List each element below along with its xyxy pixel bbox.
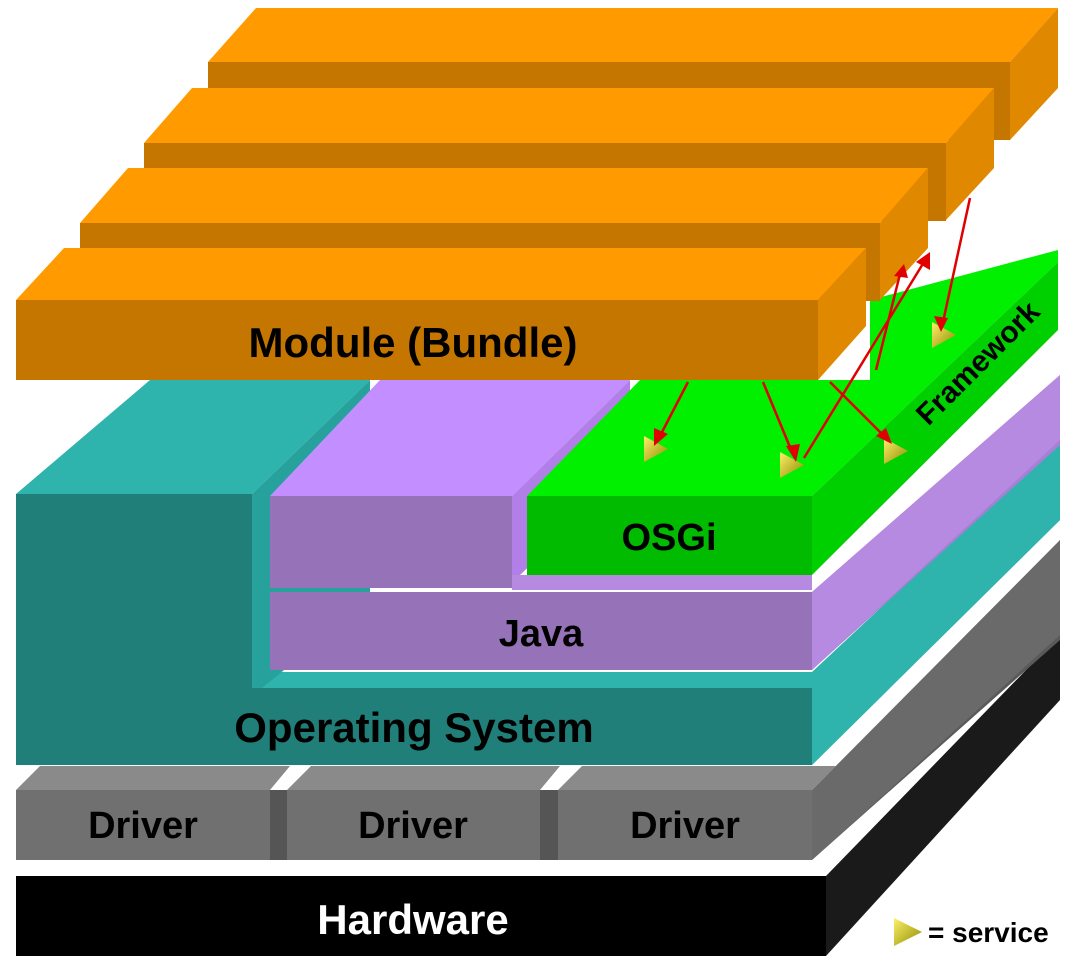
driver-label-3: Driver: [630, 805, 740, 847]
service-triangle-icon: [932, 322, 956, 348]
operating-system-label: Operating System: [234, 704, 593, 751]
service-markers: [644, 322, 956, 478]
service-triangle-icon: [894, 918, 922, 946]
module-bundles: [16, 8, 1058, 380]
java-label: Java: [499, 613, 584, 655]
legend: = service: [894, 917, 1049, 948]
hardware-layer: [16, 635, 1060, 956]
module-label: Module (Bundle): [249, 319, 578, 366]
service-triangle-icon: [644, 436, 668, 462]
module-bar-1: [16, 248, 866, 380]
service-triangle-icon: [780, 452, 804, 478]
hardware-label: Hardware: [317, 896, 508, 943]
driver-layer: [16, 540, 1060, 860]
service-arrows: [654, 197, 972, 462]
legend-label: = service: [928, 917, 1049, 948]
service-triangle-icon: [884, 438, 908, 464]
driver-label-2: Driver: [358, 805, 468, 847]
osgi-label: OSGi: [621, 517, 716, 559]
driver-label-1: Driver: [88, 805, 198, 847]
